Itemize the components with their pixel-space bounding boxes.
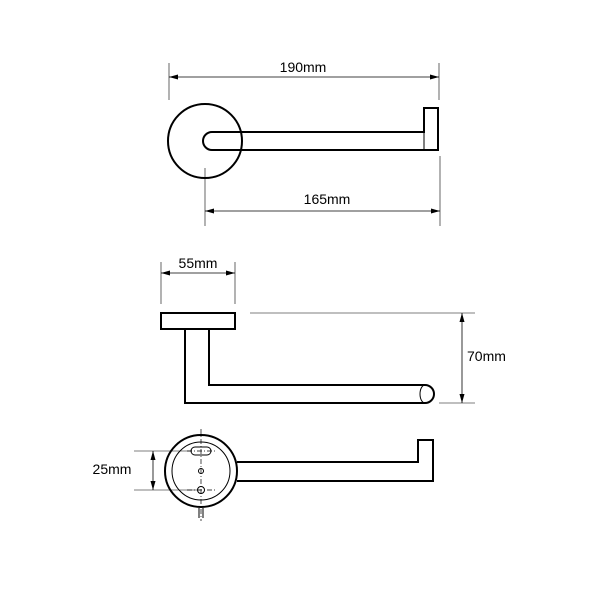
dim-55-arrow-right — [226, 270, 235, 276]
side-view: 55mm 70mm — [160, 255, 506, 404]
dim-70-label: 70mm — [467, 348, 506, 364]
fixing-hole-bottom — [197, 486, 205, 494]
front-view: 25mm — [93, 429, 434, 521]
dim-190-label: 190mm — [280, 59, 327, 75]
side-view-arm — [184, 329, 435, 404]
dim-25-arrow-bottom — [150, 481, 156, 490]
dim-70-arrow-bottom — [459, 394, 465, 403]
dim-165-arrow-right — [431, 208, 440, 214]
fixing-slot-top — [190, 446, 212, 456]
dim-55-label: 55mm — [179, 255, 218, 271]
side-view-wall-plate — [160, 312, 236, 330]
dim-70-arrow-top — [459, 313, 465, 322]
dim-165-label: 165mm — [304, 191, 351, 207]
top-view: 190mm 165mm — [167, 59, 441, 226]
center-mark — [198, 468, 204, 474]
dim-190-arrow-left — [169, 74, 178, 80]
dim-165-arrow-left — [205, 208, 214, 214]
front-view-arm — [237, 439, 434, 482]
dim-25-label: 25mm — [93, 461, 132, 477]
side-view-arm-end — [419, 384, 426, 404]
top-view-bar — [202, 107, 439, 151]
dim-25-arrow-top — [150, 451, 156, 460]
dim-55-arrow-left — [161, 270, 170, 276]
dim-190-arrow-right — [430, 74, 439, 80]
top-view-rosette — [167, 103, 243, 179]
